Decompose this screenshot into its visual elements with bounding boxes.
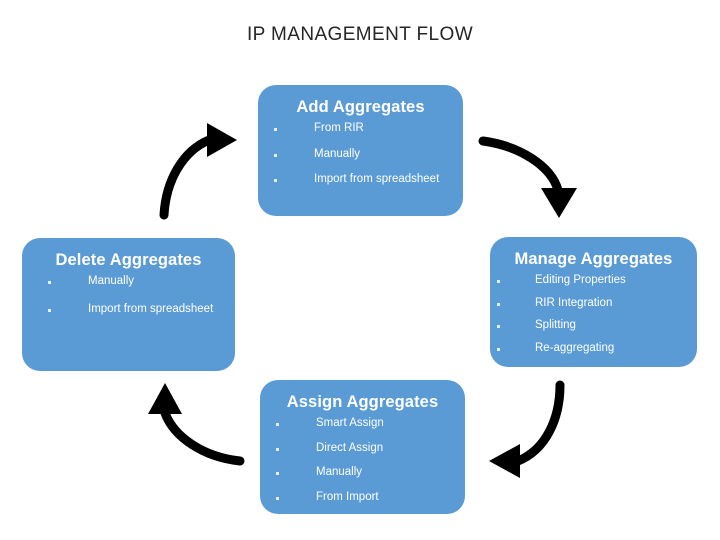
bullet-icon [497, 302, 500, 306]
page-title: IP MANAGEMENT FLOW [246, 24, 474, 45]
node-manage-aggregates-title: Manage Aggregates [514, 250, 673, 268]
node-add-aggregates[interactable]: Add Aggregates From RIR Manually Import … [258, 85, 463, 216]
list-item: RIR Integration [490, 296, 691, 310]
arrow-manage-to-assign [489, 380, 565, 478]
list-item: Direct Assign [268, 441, 459, 455]
node-delete-aggregates[interactable]: Delete Aggregates Manually Import from s… [22, 238, 235, 371]
list-item: Manually [30, 275, 229, 288]
list-item: Manually [266, 147, 457, 161]
list-item: Re-aggregating [490, 341, 691, 355]
list-item: Manually [268, 466, 459, 479]
bullet-icon [276, 472, 279, 476]
arrow-assign-to-delete [148, 383, 245, 466]
arrow-delete-to-add [159, 123, 237, 220]
bullet-icon [276, 447, 279, 451]
node-assign-aggregates-bullets: Smart Assign Direct Assign Manually From… [260, 417, 465, 504]
node-delete-aggregates-bullets: Manually Import from spreadsheet [22, 275, 235, 316]
node-manage-aggregates-bullets: Editing Properties RIR Integration Split… [490, 274, 697, 355]
list-item: Editing Properties [490, 274, 691, 287]
list-item: Import from spreadsheet [30, 302, 229, 316]
bullet-icon [274, 153, 277, 157]
node-add-aggregates-bullets: From RIR Manually Import from spreadshee… [258, 122, 463, 186]
list-item: From RIR [266, 122, 457, 135]
bullet-icon [48, 281, 51, 285]
node-assign-aggregates-title: Assign Aggregates [286, 393, 439, 411]
list-item-label: Import from spreadsheet [314, 173, 440, 186]
list-item: Import from spreadsheet [266, 173, 457, 186]
bullet-icon [497, 347, 500, 351]
bullet-icon [274, 128, 277, 132]
list-item-label: Splitting [535, 319, 576, 332]
node-delete-aggregates-title: Delete Aggregates [55, 251, 202, 269]
list-item-label: Manually [314, 147, 361, 160]
bullet-icon [276, 423, 279, 427]
node-manage-aggregates[interactable]: Manage Aggregates Editing Properties RIR… [490, 237, 697, 367]
list-item-label: Manually [88, 275, 135, 288]
arrow-add-to-manage [478, 136, 577, 218]
list-item-label: From Import [316, 490, 379, 503]
bullet-icon [48, 308, 51, 312]
node-assign-aggregates[interactable]: Assign Aggregates Smart Assign Direct As… [260, 380, 465, 514]
list-item-label: From RIR [314, 122, 364, 135]
list-item-label: Smart Assign [316, 417, 384, 430]
list-item: Splitting [490, 319, 691, 332]
node-add-aggregates-title: Add Aggregates [296, 98, 425, 116]
list-item: From Import [268, 490, 459, 504]
bullet-icon [497, 325, 500, 329]
list-item-label: RIR Integration [535, 296, 613, 309]
bullet-icon [274, 179, 277, 183]
list-item-label: Editing Properties [535, 274, 626, 287]
list-item-label: Import from spreadsheet [88, 302, 214, 315]
list-item: Smart Assign [268, 417, 459, 430]
list-item-label: Re-aggregating [535, 341, 615, 354]
list-item-label: Direct Assign [316, 441, 384, 454]
bullet-icon [497, 280, 500, 284]
bullet-icon [276, 496, 279, 500]
list-item-label: Manually [316, 466, 363, 479]
